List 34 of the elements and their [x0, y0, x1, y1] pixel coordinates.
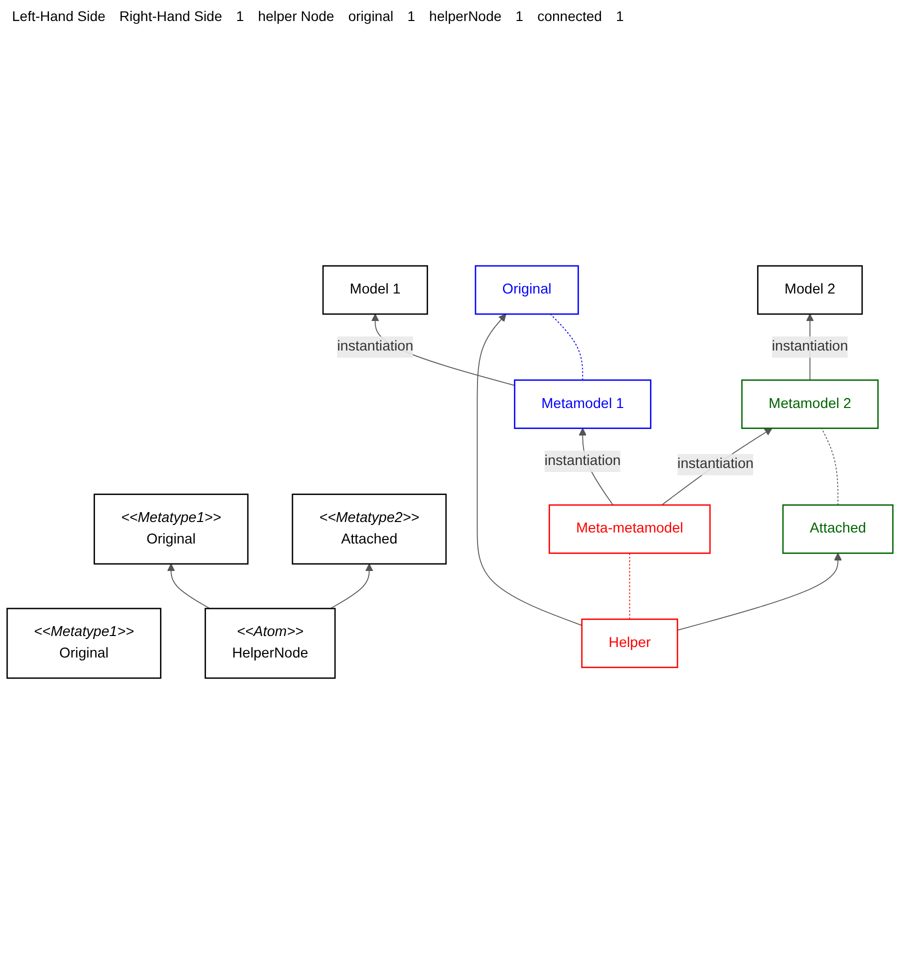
- side-heading: Right-Hand Side: [119, 8, 222, 24]
- node-box: Metamodel 2: [741, 379, 879, 429]
- arrow: [330, 564, 374, 609]
- arrow: [677, 552, 842, 631]
- node-box: Model 1: [322, 265, 428, 315]
- node-box: Helper: [581, 618, 678, 668]
- role-label: original: [348, 8, 394, 24]
- arrow: [661, 428, 772, 506]
- connector: [550, 314, 584, 381]
- connector: [629, 552, 630, 620]
- role-label: 1: [236, 8, 244, 24]
- edge-label: instantiation: [772, 339, 848, 354]
- node-box: <<Metatype1>> Original: [6, 608, 162, 679]
- connector: [821, 428, 838, 506]
- node-box: Original: [474, 265, 579, 315]
- node-box: <<Atom>> HelperNode: [204, 608, 336, 679]
- node-box: Model 2: [757, 265, 863, 315]
- arrow: [167, 564, 210, 609]
- role-label: helperNode: [429, 8, 502, 24]
- node-box: Metamodel 1: [514, 379, 652, 429]
- role-label: 1: [516, 8, 524, 24]
- role-label: connected: [537, 8, 602, 24]
- edge-label: instantiation: [337, 339, 414, 354]
- side-heading: Left-Hand Side: [12, 8, 106, 24]
- edge-label: instantiation: [677, 456, 754, 472]
- role-label: 1: [407, 8, 416, 24]
- node-box: <<Metatype1>> Original: [94, 494, 249, 565]
- node-box: <<Metatype2>> Attached: [292, 494, 447, 565]
- role-label: helper Node: [258, 8, 334, 24]
- node-box: Attached: [782, 504, 894, 554]
- edge-label: instantiation: [544, 453, 621, 468]
- node-box: Meta-metamodel: [548, 504, 711, 554]
- arrow: [476, 314, 582, 626]
- role-label: 1: [616, 8, 624, 24]
